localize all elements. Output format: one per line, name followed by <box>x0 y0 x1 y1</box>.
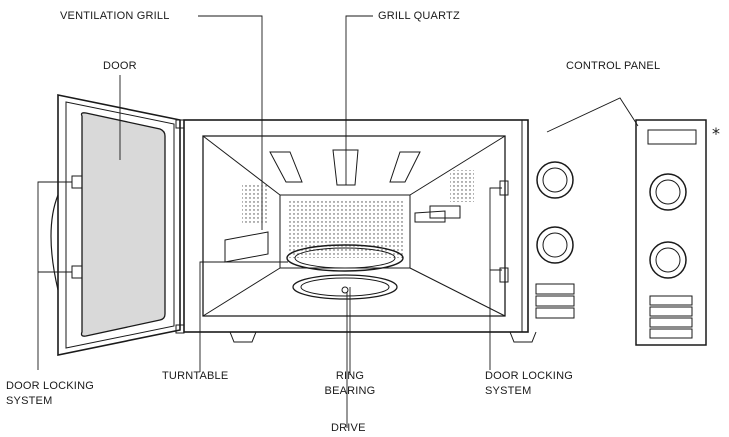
label-ring-bearing-line2: BEARING <box>324 385 376 397</box>
turntable-assembly <box>286 244 404 300</box>
microwave-body <box>183 119 537 343</box>
label-door-locking-left-line2: SYSTEM <box>6 395 53 407</box>
label-turntable: TURNTABLE <box>162 370 229 382</box>
label-door-locking-right-line1: DOOR LOCKING <box>485 370 573 382</box>
door-latch-upper <box>71 175 83 189</box>
drive <box>341 286 349 294</box>
label-control-panel: CONTROL PANEL <box>566 60 661 72</box>
label-ventilation-grill: VENTILATION GRILL <box>60 10 170 22</box>
label-drive: DRIVE <box>331 422 366 434</box>
label-door-locking-right-line2: SYSTEM <box>485 385 532 397</box>
ring-bearing <box>292 274 398 300</box>
turntable <box>286 244 404 272</box>
grill-slot-center <box>332 149 359 186</box>
door-latch-lower <box>71 265 83 279</box>
control-panel-unit <box>535 161 575 319</box>
door <box>50 94 185 356</box>
label-door-locking-left-line1: DOOR LOCKING <box>6 380 94 392</box>
grill-slot-right <box>389 151 421 183</box>
door-handle <box>50 194 59 291</box>
grill-slot-left <box>269 151 303 183</box>
door-window <box>80 112 166 337</box>
control-panel-detail <box>635 119 707 346</box>
label-grill-quartz: GRILL QUARTZ <box>378 10 460 22</box>
leader-lines <box>37 15 639 428</box>
label-door: DOOR <box>103 60 137 72</box>
label-ring-bearing-line1: RING <box>335 370 365 382</box>
asterisk-mark: * <box>712 124 720 143</box>
